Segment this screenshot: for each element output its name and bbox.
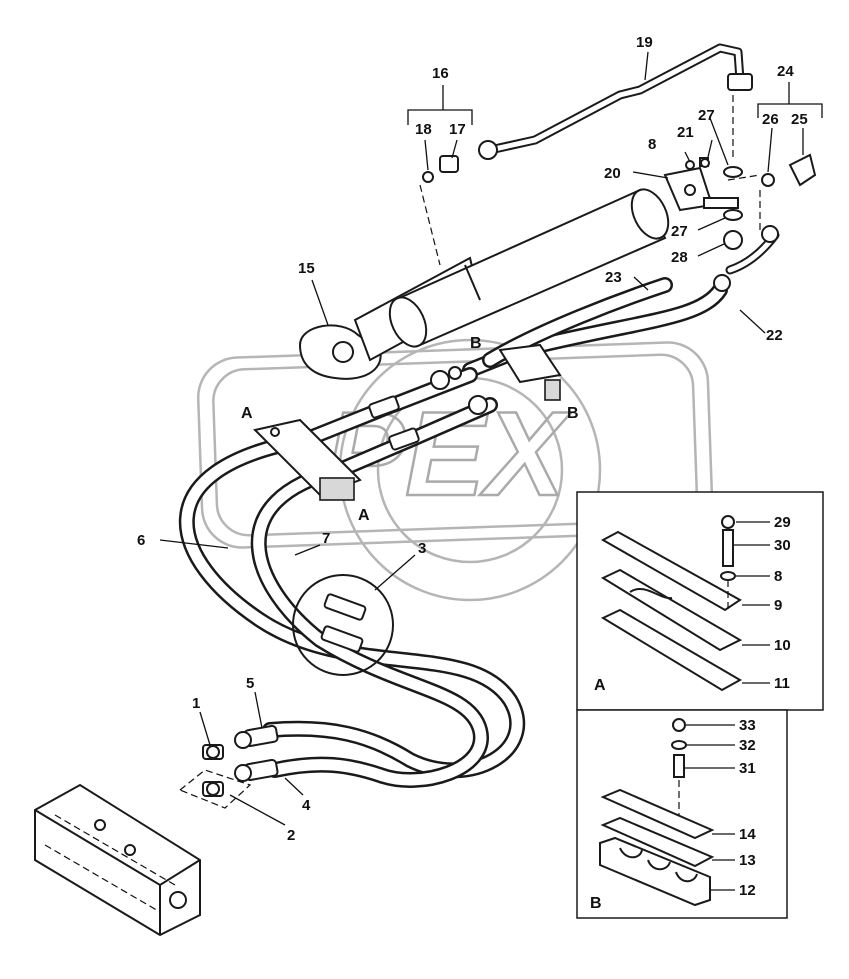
detail-b-item-32: 32 (739, 737, 756, 754)
section-label-b-top: B (470, 335, 482, 352)
detail-b-item-12: 12 (739, 882, 756, 899)
callout-24: 24 (777, 63, 794, 80)
valve-block (34, 783, 201, 937)
adapter-fittings (178, 744, 252, 809)
callout-23: 23 (605, 269, 622, 286)
callout-28: 28 (671, 249, 688, 266)
callout-25: 25 (791, 111, 808, 128)
section-label-a-bottom: A (358, 507, 370, 524)
callout-8-top: 8 (648, 136, 656, 153)
callout-7: 7 (322, 530, 330, 547)
callout-17: 17 (449, 121, 466, 138)
detail-a-item-9: 9 (774, 597, 782, 614)
section-label-b-right: B (567, 405, 579, 422)
detail-b-item-13: 13 (739, 852, 756, 869)
detail-b-label: B (590, 895, 602, 912)
callout-16: 16 (432, 65, 449, 82)
callout-3: 3 (418, 540, 426, 557)
callouts: 16 17 18 19 24 25 26 27 21 8 20 27 28 23 (137, 34, 823, 844)
detail-b-item-14: 14 (739, 826, 756, 843)
callout-15: 15 (298, 260, 315, 277)
section-label-a-top: A (241, 405, 253, 422)
callout-20: 20 (604, 165, 621, 182)
callout-19: 19 (636, 34, 653, 51)
detail-a-item-29: 29 (774, 514, 791, 531)
callout-21: 21 (677, 124, 694, 141)
callout-27-upper: 27 (698, 107, 715, 124)
detail-a-item-8: 8 (774, 568, 782, 585)
callout-6: 6 (137, 532, 145, 549)
hose-loop (178, 432, 525, 788)
callout-2: 2 (287, 827, 295, 844)
detail-b-item-31: 31 (739, 760, 756, 777)
hydraulic-cylinder (298, 188, 670, 380)
detail-b-item-33: 33 (739, 717, 756, 734)
detail-a-item-30: 30 (774, 537, 791, 554)
detail-a-label: A (594, 677, 606, 694)
detail-b-box: 33 32 31 14 13 12 B (576, 709, 788, 919)
callout-26: 26 (762, 111, 779, 128)
callout-5: 5 (246, 675, 254, 692)
callout-22: 22 (766, 327, 783, 344)
detail-a-box: 29 30 8 9 10 11 A (576, 491, 824, 711)
callout-1: 1 (192, 695, 200, 712)
callout-4: 4 (302, 797, 311, 814)
detail-a-item-11: 11 (774, 675, 790, 692)
front-hose-ends (297, 366, 498, 478)
detail-a-item-10: 10 (774, 637, 791, 654)
small-fittings (422, 153, 817, 250)
callout-18: 18 (415, 121, 432, 138)
assembly-lines (419, 95, 761, 266)
callout-27-lower: 27 (671, 223, 688, 240)
steel-tube (478, 43, 753, 160)
clamp-a (253, 418, 362, 501)
clamp-b-upper (498, 343, 562, 401)
